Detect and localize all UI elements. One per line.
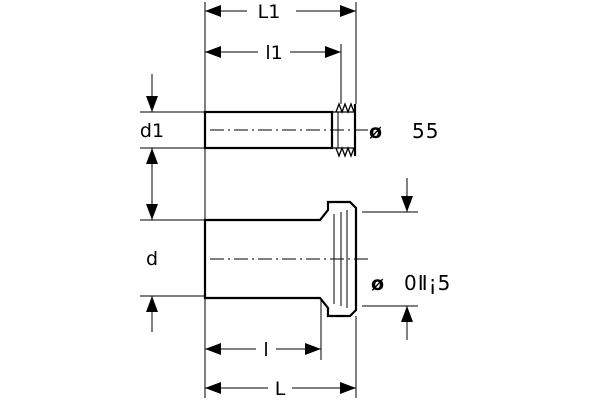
label-d1: d1 bbox=[140, 120, 164, 142]
top-diameter-value: 55 bbox=[412, 119, 439, 143]
dimension-d1: d1 bbox=[140, 74, 164, 186]
dimension-L: L bbox=[205, 378, 356, 400]
top-diameter-symbol: ø bbox=[369, 121, 382, 143]
label-l: l bbox=[263, 339, 268, 361]
dimension-d: d bbox=[146, 186, 158, 332]
dimension-outer-diameter bbox=[401, 178, 413, 340]
bottom-diameter-value: 0Ⅱ¡5 bbox=[404, 271, 451, 295]
label-l1: l1 bbox=[265, 42, 282, 64]
label-L: L bbox=[275, 378, 286, 400]
dimension-l: l bbox=[205, 339, 321, 361]
dimension-l1: l1 bbox=[205, 42, 341, 64]
label-d: d bbox=[146, 248, 158, 270]
label-L1: L1 bbox=[258, 1, 281, 23]
dimension-L1: L1 bbox=[205, 1, 356, 23]
bottom-diameter-symbol: ø bbox=[371, 273, 384, 295]
